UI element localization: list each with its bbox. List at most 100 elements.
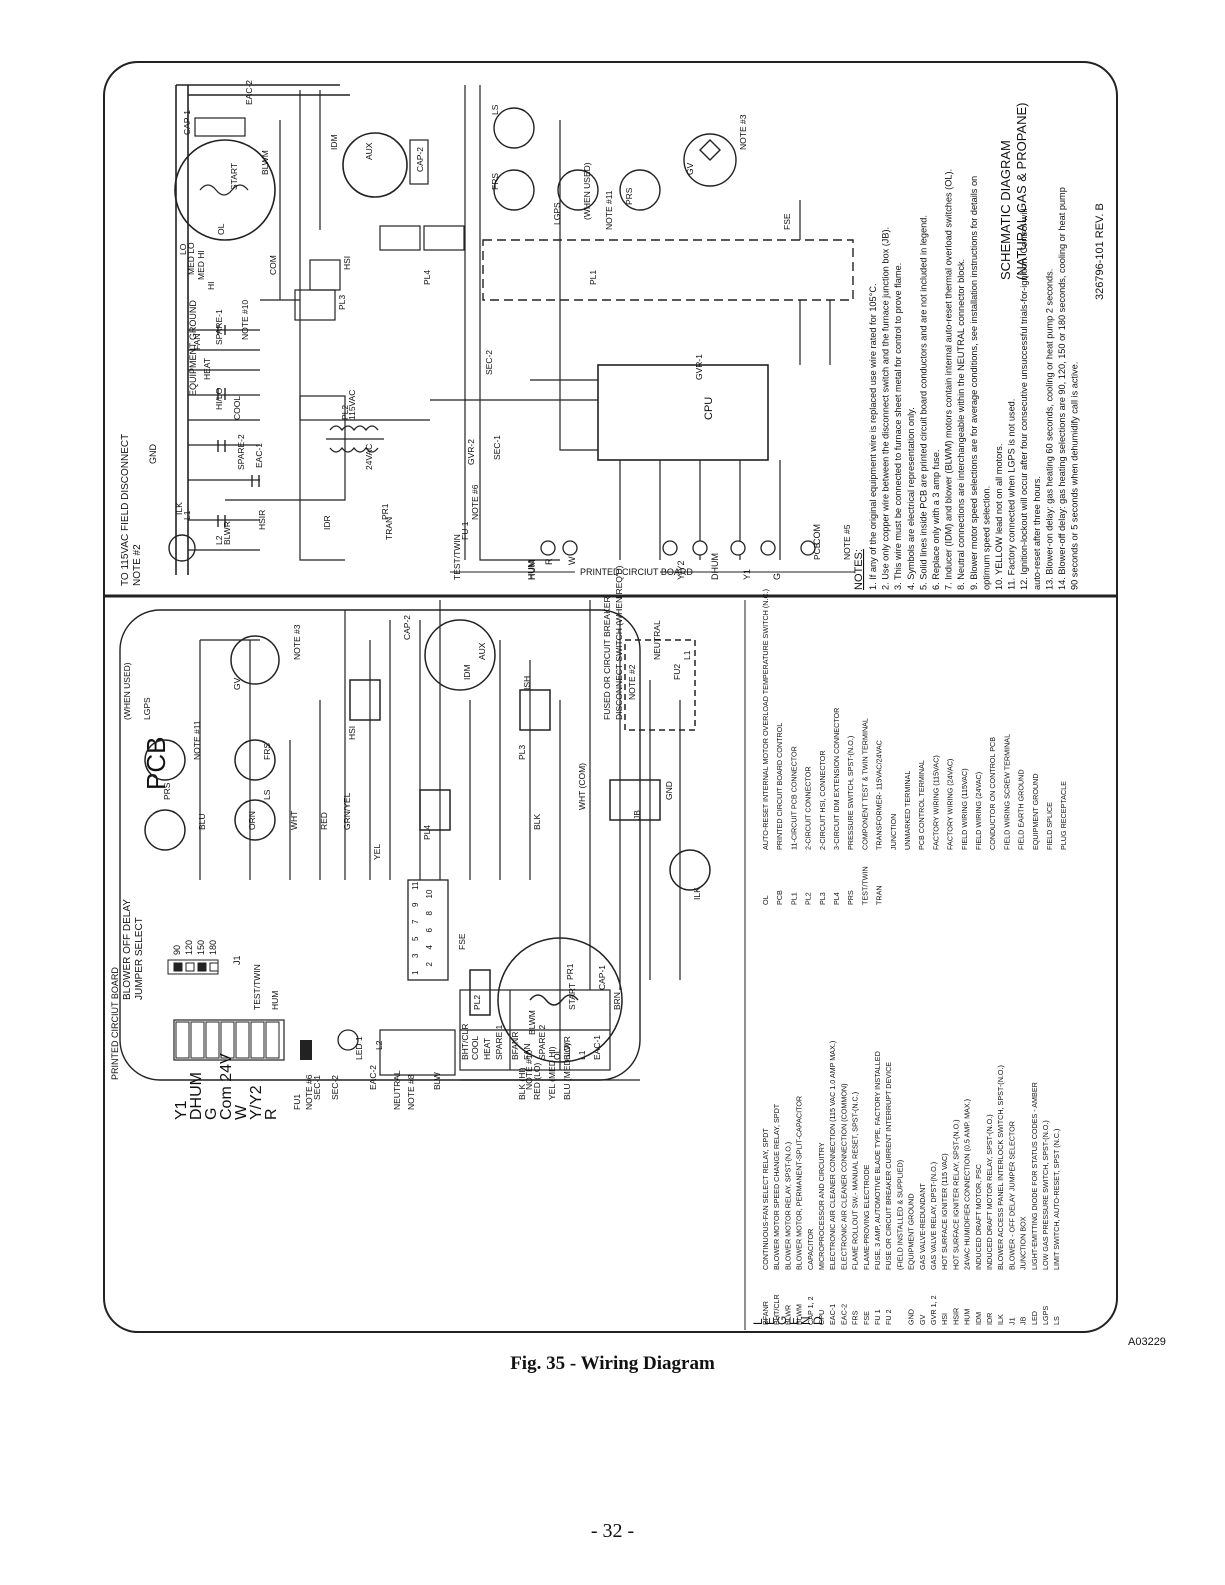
breaker-label: FUSED OR CIRCUIT BREAKER [602,596,612,720]
legend-abbr: TEST/TWIN [860,866,869,905]
legend-abbr: FU 1 [873,1309,882,1325]
relay-block-label: SPARE 1 [494,1024,504,1060]
wire-label: BLK [532,814,542,830]
legend-abbr: J1 [1007,1317,1016,1325]
legend-desc: LIMIT SWITCH, AUTO-RESET, SPST (N.C.) [1052,1129,1061,1270]
pl1-pin: 2 [425,962,434,967]
legend-desc: CONDUCTOR ON CONTROL PCB [988,737,997,850]
terminal-label: R [263,1108,280,1120]
legend-desc: 24VAC HUMIDIFIER CONNECTION (0.5 AMP. MA… [963,1099,972,1270]
ladder-note10: NOTE #10 [524,1050,534,1090]
legend-abbr: PL1 [789,892,798,905]
legend-desc: AUTO-RESET INTERNAL MOTOR OVERLOAD TEMPE… [761,589,770,850]
legend-desc: 3-CIRCUIT IDM EXTENSION CONNECTOR [832,708,841,850]
ladder-component-label: BLWM [527,1010,537,1035]
legend-desc: FLAME ROLLOUT SW.- MANUAL RESET, SPST-(N… [851,1092,860,1270]
legend-code: L [751,1318,765,1325]
note-line: 10. YELLOW lead not on all motors. [994,444,1004,590]
relay-block-label: BLWR [562,1036,572,1060]
wire-label: ORN [247,811,257,830]
relay-contacts [217,325,260,527]
ladder-component-label: LS [262,789,272,800]
jumper-value: 120 [184,940,194,955]
wire-label: BLU [197,813,207,830]
wire-label: WHT [289,811,299,830]
legend-desc: ELECTRONIC AIR CLEANER CONNECTION (115 V… [828,1041,837,1270]
prs-icon-2 [144,809,186,851]
schematic-board-label: PRINTED CIRCIUT BOARD [580,567,693,577]
board-blw: BLW [432,1072,442,1090]
component-label: IDM [329,134,339,150]
legend-desc: FACTORY WIRING (115VAC) [931,755,940,850]
legend-desc: PLUG RECEPTACLE [1059,781,1068,850]
legend-desc: MICROPROCESSOR AND CIRCUITRY [817,1142,826,1270]
ls-icon [493,107,535,149]
pcb-outline [119,609,641,1081]
legend-abbr: FSE [862,1311,871,1325]
jumper-value: 180 [208,940,218,955]
legend-desc: BLOWER - OFF DELAY JUMPER SELECTOR [1007,1121,1016,1270]
legend-desc: FIELD EARTH GROUND [1017,769,1026,850]
revision-label: 326796-101 REV. B [1094,203,1106,300]
neutral-block [379,1029,456,1076]
ilk-icon-2 [669,849,711,891]
wire-label: YEL [372,844,382,860]
ladder-component-label: AUX [477,642,487,660]
disconnect-label: TO 115VAC FIELD DISCONNECT [120,434,131,586]
misc-label: HUM [526,561,536,580]
legend-abbr: GND [907,1309,916,1325]
terminal-screw [205,1021,220,1059]
note10-label: NOTE #10 [240,300,250,340]
frs-icon [493,169,535,211]
misc-label: GVR-2 [466,439,476,465]
legend-desc: UNMARKED TERMINAL [903,771,912,850]
transformer-label: TRAN [384,517,394,540]
ladder-component-label: CAP-1 [597,965,607,990]
ladder-board-label: PRINTED CIRCIUT BOARD [110,967,120,1080]
connection-section: PCB BLOWER OFF DELAY JUMPER SELECT PRINT… [110,565,711,1120]
relay-block-label: FAN [522,1043,532,1060]
note-line: 9. Blower motor speed selections are for… [969,176,979,590]
terminal-label: DHUM [710,553,720,580]
note-line: 90 seconds or 5 seconds when dehumidify … [1070,362,1080,590]
breaker-box [624,639,696,731]
terminal-screw [235,1021,250,1059]
cpu-label: CPU [703,397,715,420]
legend-abbr: FU 2 [884,1309,893,1325]
legend-abbr: EAC-1 [828,1304,837,1325]
note-line: 13. Blower-on delay: gas heating 60 seco… [1044,269,1054,590]
legend-desc: FUSE, 3 AMP, AUTOMOTIVE BLADE TYPE, FACT… [873,1051,882,1270]
legend-desc: BLOWER ACCESS PANEL INTERLOCK SWITCH, SP… [996,1065,1005,1270]
board-l2: L2 [374,1040,384,1050]
legend-desc: INDUCED DRAFT MOTOR, PSC [974,1164,983,1270]
legend-abbr: CPU [817,1310,826,1325]
ladder-component-label: LGPS [142,697,152,720]
legend-desc: 11-CIRCUIT PCB CONNECTOR [789,746,798,850]
speed-label: HI [206,282,216,291]
relay-label: EAC-1 [254,443,264,468]
component-label: HSI [342,256,352,270]
ladder-component-label: PRS [162,782,172,800]
terminal-label: G [772,573,782,580]
legend-code: D [811,1316,825,1325]
terminal-label: W [233,1104,250,1120]
legend-abbr: HSI [940,1313,949,1325]
ladder-component-label: FRS [262,743,272,760]
component-label: OL [216,223,226,235]
legend-code: N [799,1316,813,1325]
relay-label: HI/LO [214,387,224,410]
wire-label: GRN/YEL [342,792,352,830]
pl1-pin: 7 [411,919,420,924]
legend-abbr: GVR 1, 2 [929,1295,938,1325]
wire-label: BLK (HI) [517,1067,527,1100]
terminal-label: HUM [527,560,537,581]
j1-label: J1 [232,955,242,965]
legend-desc: FIELD WIRING (115VAC) [960,768,969,850]
legend-abbr: OL [761,895,770,905]
pl4-connector [419,789,451,831]
legend-desc: PCB CONTROL TERMINAL [917,760,926,850]
ladder-component-label: IDM [462,664,472,680]
misc-label: EAC-2 [244,80,254,105]
sec-label: SEC-2 [330,1075,340,1100]
legend-abbr: PCB [775,890,784,905]
